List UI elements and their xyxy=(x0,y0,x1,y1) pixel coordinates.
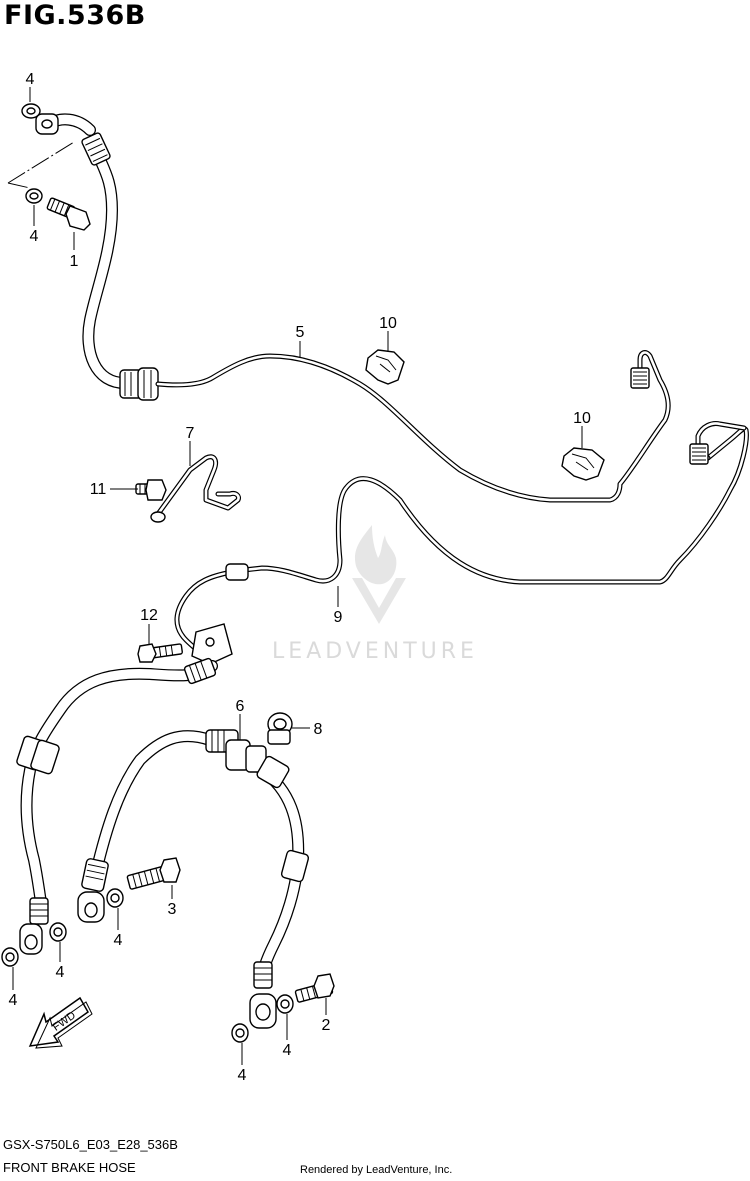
callout-part-9: 9 xyxy=(334,609,343,626)
fwd-arrow-icon: FWD xyxy=(28,996,93,1049)
junction-block[interactable] xyxy=(191,623,233,665)
clamp-10[interactable] xyxy=(561,447,605,481)
bolt-11[interactable] xyxy=(135,479,167,501)
callout-part-11: 11 xyxy=(90,481,107,498)
callout-part-4: 4 xyxy=(56,964,65,981)
upper-brake-pipe[interactable] xyxy=(155,350,671,503)
watermark: LEADVENTURE xyxy=(272,525,478,664)
callout-part-3: 3 xyxy=(168,901,177,918)
sealing-washer[interactable] xyxy=(21,103,41,119)
callout-part-10: 10 xyxy=(379,315,397,332)
clip-8[interactable] xyxy=(267,712,293,745)
clamp-10[interactable] xyxy=(365,349,405,385)
callout-part-4: 4 xyxy=(114,932,123,949)
callout-part-12: 12 xyxy=(140,607,158,624)
left-caliper-hose[interactable] xyxy=(16,657,218,955)
right-caliper-hose[interactable] xyxy=(77,729,310,1029)
leader-lines xyxy=(12,87,583,1065)
callout-part-4: 4 xyxy=(26,71,35,88)
callout-part-4: 4 xyxy=(283,1042,292,1059)
watermark-text: LEADVENTURE xyxy=(272,639,478,664)
callout-part-8: 8 xyxy=(314,721,323,738)
callout-part-5: 5 xyxy=(296,324,305,341)
callout-part-2: 2 xyxy=(322,1017,331,1034)
callout-part-10: 10 xyxy=(573,410,591,427)
callout-part-6: 6 xyxy=(236,698,245,715)
banjo-bolt-3[interactable] xyxy=(126,857,181,890)
upper-brake-hose[interactable] xyxy=(35,113,159,401)
sealing-washer[interactable] xyxy=(106,888,124,908)
callout-part-1: 1 xyxy=(70,253,79,270)
lower-brake-pipe-9[interactable] xyxy=(174,421,749,669)
banjo-bolt-2[interactable] xyxy=(294,973,335,1003)
banjo-bolt-1[interactable] xyxy=(46,197,91,231)
callout-labels: 4 4 1 5 10 10 7 11 9 12 6 8 3 4 4 4 2 4 … xyxy=(9,71,591,1084)
sealing-washer[interactable] xyxy=(25,188,43,204)
callout-part-4: 4 xyxy=(238,1067,247,1084)
sealing-washer[interactable] xyxy=(49,922,67,942)
bracket-7[interactable] xyxy=(150,454,241,523)
diagram-code: GSX-S750L6_E03_E28_536B xyxy=(3,1137,178,1152)
sealing-washer[interactable] xyxy=(231,1023,249,1043)
figure-title: FIG.536B xyxy=(4,0,146,31)
sealing-washer[interactable] xyxy=(1,947,19,967)
sealing-washer[interactable] xyxy=(276,994,294,1014)
callout-part-4: 4 xyxy=(9,992,18,1009)
bolt-12[interactable] xyxy=(137,643,183,663)
render-credit: Rendered by LeadVenture, Inc. xyxy=(300,1164,453,1176)
callout-part-4: 4 xyxy=(30,228,39,245)
diagram-name: FRONT BRAKE HOSE xyxy=(3,1160,136,1175)
callout-part-7: 7 xyxy=(186,425,195,442)
